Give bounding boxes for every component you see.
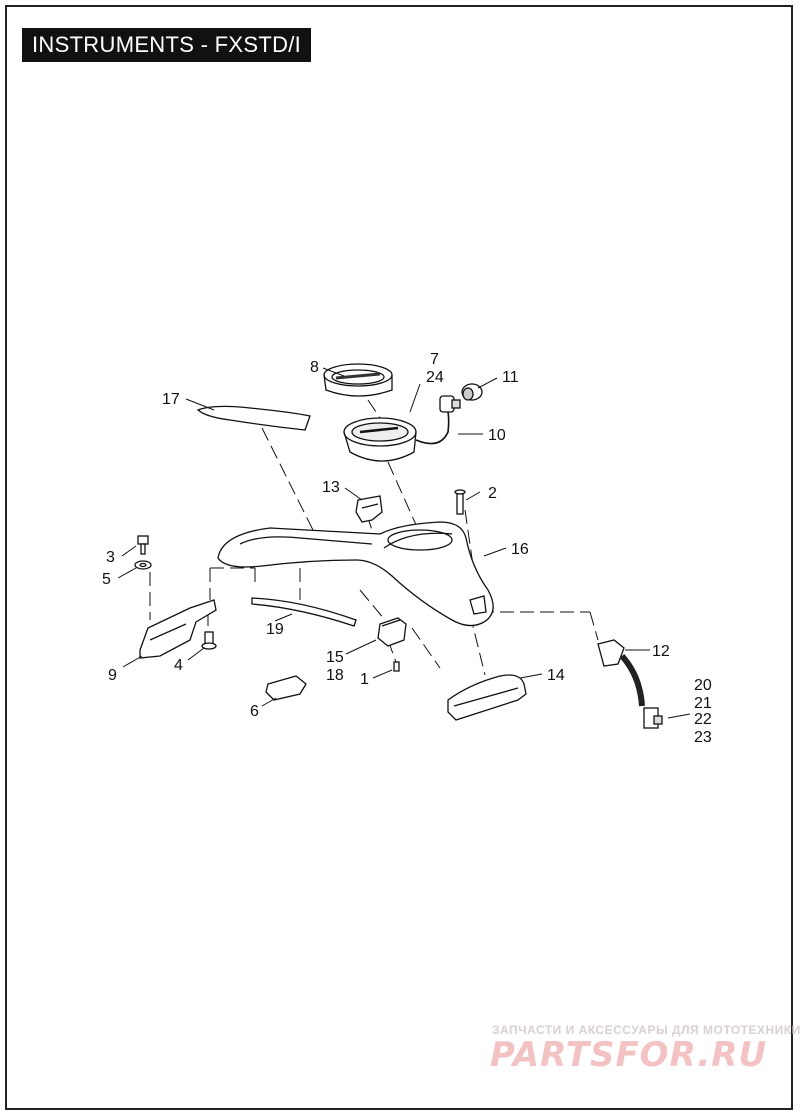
callout-6: 6 — [250, 703, 259, 720]
callout-18: 18 — [326, 667, 344, 684]
callout-1: 1 — [360, 671, 369, 688]
callout-20: 20 — [694, 677, 712, 694]
callout-10: 10 — [488, 427, 506, 444]
part-19-gasket-strip — [251, 597, 357, 627]
watermark: ЗАПЧАСТИ И АКСЕССУАРЫ ДЛЯ МОТОТЕХНИКИ PA… — [490, 1023, 800, 1075]
callout-2: 2 — [488, 485, 497, 502]
callout-24: 24 — [426, 369, 444, 386]
part-12-wiring-harness — [597, 639, 663, 729]
part-3-bolt — [137, 535, 149, 555]
part-8-bezel-ring — [323, 363, 393, 397]
callout-16: 16 — [511, 541, 529, 558]
callout-11: 11 — [502, 369, 519, 386]
part-10-harness-connector — [439, 395, 461, 413]
part-5-washer — [134, 560, 152, 570]
part-15-switch — [377, 617, 407, 647]
callout-9: 9 — [108, 667, 117, 684]
callout-5: 5 — [102, 571, 111, 588]
callout-7: 7 — [430, 351, 439, 368]
part-9-bracket — [139, 599, 217, 659]
callout-22: 22 — [694, 711, 712, 728]
callout-13: 13 — [322, 479, 340, 496]
callout-8: 8 — [310, 359, 319, 376]
part-14-lower-housing — [447, 674, 527, 721]
part-7-speedometer — [343, 403, 450, 462]
part-11-indicator-bulb — [461, 383, 483, 401]
part-17-trim-strip — [196, 405, 311, 431]
callout-17: 17 — [162, 391, 180, 408]
part-16-console — [217, 521, 494, 627]
part-13-clip — [355, 495, 383, 523]
part-1-screw — [393, 661, 400, 672]
callout-14: 14 — [547, 667, 565, 684]
callout-23: 23 — [694, 729, 712, 746]
callout-labels: 8 7 24 11 10 17 13 2 16 3 5 9 4 19 15 18… — [102, 351, 712, 746]
watermark-logo: PARTSFOR.RU — [490, 1035, 767, 1075]
part-4-screw — [201, 631, 217, 650]
watermark-tagline: ЗАПЧАСТИ И АКСЕССУАРЫ ДЛЯ МОТОТЕХНИКИ — [492, 1023, 800, 1037]
part-2-screw — [454, 489, 466, 515]
callout-12: 12 — [652, 643, 670, 660]
callout-21: 21 — [694, 695, 712, 712]
part-6-cover — [265, 675, 307, 701]
page-title: INSTRUMENTS - FXSTD/I — [22, 28, 312, 62]
callout-3: 3 — [106, 549, 115, 566]
callout-19: 19 — [266, 621, 284, 638]
callout-15: 15 — [326, 649, 344, 666]
leader-lines — [117, 367, 691, 719]
callout-4: 4 — [174, 657, 183, 674]
